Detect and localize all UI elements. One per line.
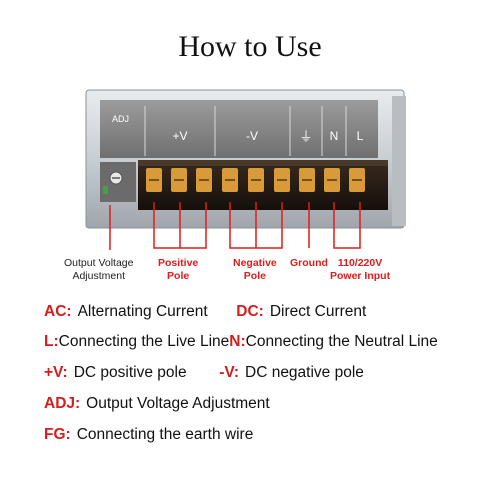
terminal-screw (349, 168, 365, 192)
legend-row-v: +V: DC positive pole -V: DC negative pole (44, 364, 364, 382)
page-title: How to Use (178, 30, 322, 63)
legend-abbr-adj: ADJ: (44, 395, 81, 412)
callout-ground: Ground (290, 257, 328, 269)
legend-row-l-n: L:Connecting the Live LineN:Connecting t… (44, 333, 438, 351)
adjustment-potentiometer (100, 162, 136, 202)
terminal-label-positive: +V (172, 129, 187, 143)
legend-text-neg-v: DC negative pole (245, 364, 364, 381)
legend-abbr-n: N: (229, 333, 246, 350)
legend-abbr-neg-v: -V: (219, 364, 239, 381)
terminal-label-neutral: N (330, 129, 339, 143)
legend-abbr-dc: DC: (236, 303, 264, 320)
legend-text-dc: Direct Current (269, 303, 367, 320)
legend-text-fg: Connecting the earth wire (76, 426, 254, 443)
terminal-screws (146, 168, 365, 192)
legend-text-adj: Output Voltage Adjustment (86, 395, 270, 412)
terminal-label-ground: ⏚ (299, 129, 312, 144)
power-bracket (333, 202, 361, 249)
legend-row-ac-dc: AC: Alternating Current DC: Direct Current (44, 303, 366, 321)
legend-text-pos-v: DC positive pole (73, 364, 187, 381)
terminal-screw (248, 168, 264, 192)
legend-abbr-l: L: (44, 333, 59, 350)
label-panel (100, 100, 378, 158)
legend-abbr-pos-v: +V: (44, 364, 68, 381)
legend-row-fg: FG: Connecting the earth wire (44, 426, 253, 444)
legend-text-l: Connecting the Live Line (58, 333, 230, 350)
terminal-screw (171, 168, 187, 192)
legend-row-adj: ADJ: Output Voltage Adjustment (44, 395, 270, 413)
legend-text-n: Connecting the Neutral Line (245, 333, 438, 350)
terminal-label-live: L (357, 129, 364, 143)
terminal-screw (146, 168, 162, 192)
adj-panel-label: ADJ (112, 114, 129, 124)
legend-abbr-fg: FG: (44, 426, 71, 443)
terminal-label-negative: -V (246, 129, 258, 143)
terminal-screw (222, 168, 238, 192)
callout-lines (109, 202, 361, 250)
terminal-screw (324, 168, 340, 192)
terminal-screw (196, 168, 212, 192)
terminal-screw (274, 168, 290, 192)
terminal-screw (299, 168, 315, 192)
legend-text-ac: Alternating Current (77, 303, 208, 320)
legend-abbr-ac: AC: (44, 303, 72, 320)
